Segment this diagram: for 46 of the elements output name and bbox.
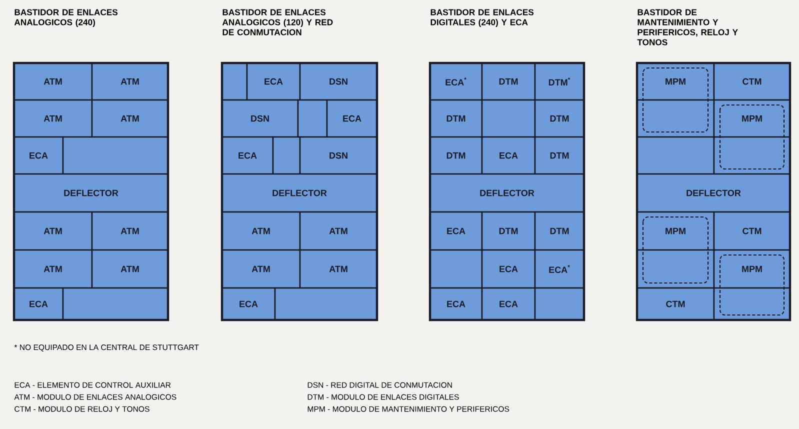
module-box: CTM <box>713 211 791 251</box>
module-box: MPM <box>636 211 715 251</box>
module-box: DTM <box>429 136 483 175</box>
module-box: MPM <box>713 249 791 289</box>
rack-heading: BASTIDOR DE MANTENIMIENTO Y PERIFERICOS, RELOJ Y TONOS <box>637 9 738 46</box>
module-box: DTM <box>534 211 585 251</box>
module-box: ECA <box>481 287 536 321</box>
rack-heading: BASTIDOR DE ENLACES DIGITALES (240) Y ECA <box>430 9 534 27</box>
module-box: ECA$^{*}$ <box>534 249 585 289</box>
module-box: CTM <box>636 287 715 321</box>
module-box: ECA <box>13 136 64 175</box>
module-box: ATM <box>13 249 93 289</box>
module-box: ECA <box>481 136 536 175</box>
module-box: ECA$^{*}$ <box>429 62 483 101</box>
empty-module <box>297 99 328 138</box>
module-box: ECA <box>429 287 483 321</box>
module-box: ATM <box>91 62 169 101</box>
module-box: ATM <box>13 211 93 251</box>
module-box: ATM <box>299 211 378 251</box>
module-box: ATM <box>91 211 169 251</box>
module-box: DTM$^{*}$ <box>534 62 585 101</box>
module-box: ATM <box>91 249 169 289</box>
module-box: ECA <box>481 249 536 289</box>
module-box: ATM <box>13 99 93 138</box>
module-box: ATM <box>221 249 301 289</box>
module-box: ATM <box>13 62 93 101</box>
empty-module <box>221 62 248 101</box>
module-box: ATM <box>299 249 378 289</box>
module-box: MPM <box>713 99 791 138</box>
rack-heading: BASTIDOR DE ENLACES ANALOGICOS (240) <box>14 9 118 27</box>
module-box: ECA <box>221 136 274 175</box>
module-box: ECA <box>221 287 276 321</box>
module-box: ECA <box>326 99 378 138</box>
module-box: ECA <box>429 211 483 251</box>
module-box: DTM <box>481 211 536 251</box>
rack-heading: BASTIDOR DE ENLACES ANALOGICOS (120) Y RED DE CONMUTACION <box>222 9 333 36</box>
module-box: CTM <box>713 62 791 101</box>
module-box: DTM <box>481 62 536 101</box>
module-box: ATM <box>221 211 301 251</box>
module-box: DTM <box>534 136 585 175</box>
module-box: DTM <box>534 99 585 138</box>
module-box: MPM <box>636 62 715 101</box>
module-box: ECA <box>13 287 64 321</box>
module-box: ATM <box>91 99 169 138</box>
module-box: DTM <box>429 99 483 138</box>
empty-module <box>272 136 301 175</box>
